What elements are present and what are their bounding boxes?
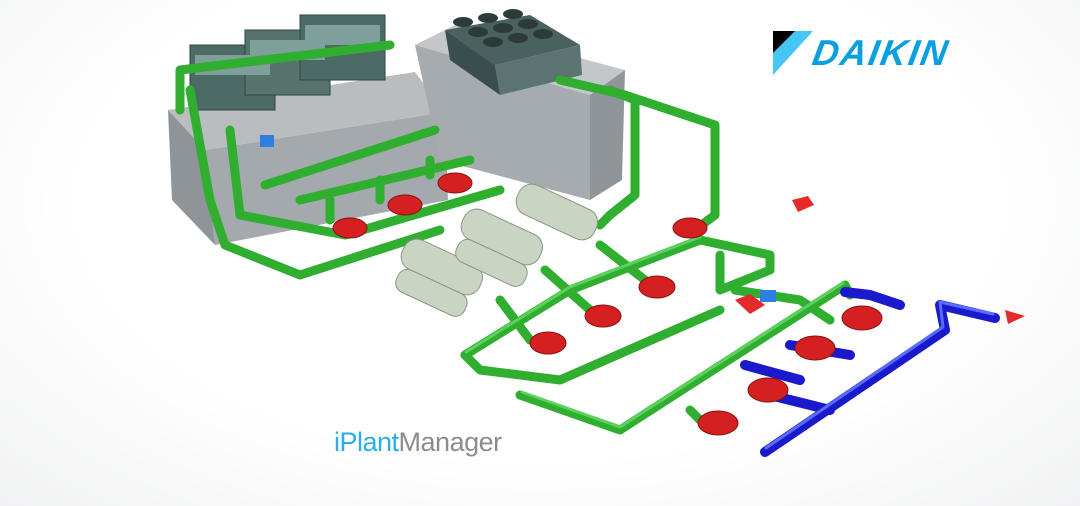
daikin-logo-mark-icon [773,31,813,75]
water-cooled-chillers [395,183,599,317]
iplantmanager-logo: iPlantManager [334,427,502,458]
valve [260,135,274,147]
product-suffix: Manager [398,427,503,457]
pumps [332,172,883,436]
valve [760,290,776,302]
daikin-logo: DAIKIN [773,31,985,75]
chilled-water-pipes [740,287,1000,457]
product-prefix: iPlant [334,427,399,457]
brand-name: DAIKIN [809,32,953,73]
flow-arrows [735,196,1025,324]
air-cooled-chiller [445,9,582,95]
